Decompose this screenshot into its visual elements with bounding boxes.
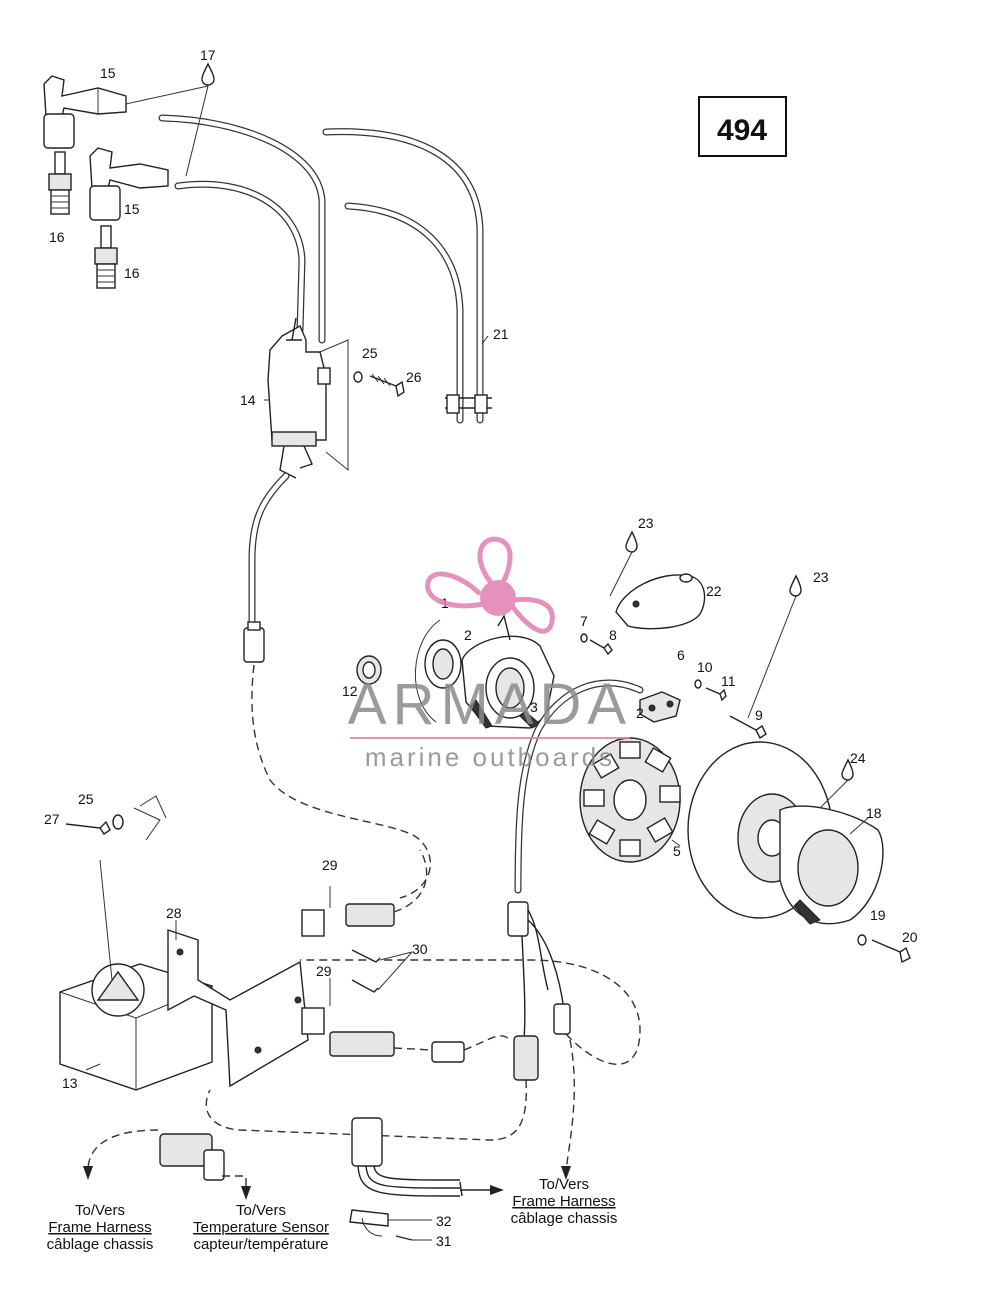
part-label: 9 <box>755 707 763 723</box>
part-label: 17 <box>200 47 216 63</box>
cover-screw <box>580 633 613 656</box>
part-label: 24 <box>850 750 866 766</box>
stator-harness <box>205 901 641 1171</box>
grease-drop-icon <box>609 530 638 597</box>
diagram-number: 494 <box>717 114 767 147</box>
reference-line: To/Vers <box>75 1202 125 1219</box>
part-label: 29 <box>322 857 338 873</box>
part-label: 21 <box>493 326 509 342</box>
coil-bolt <box>353 371 405 398</box>
spark-plug-lower <box>94 225 118 289</box>
connector-upper <box>301 849 428 937</box>
part-number-labels: 1 2 2 3 5 6 7 8 9 10 11 12 13 14 15 15 1… <box>44 47 918 1249</box>
reference-line: câblage chassis <box>47 1236 154 1253</box>
part-label: 8 <box>609 627 617 643</box>
part-label: 2 <box>464 627 472 643</box>
module-bolt <box>65 795 167 841</box>
part-label: 10 <box>697 659 713 675</box>
leader-lines <box>85 335 869 1071</box>
part-label: 15 <box>124 201 140 217</box>
diagram-number-box: 494 <box>698 96 787 157</box>
stator <box>579 737 681 863</box>
reference-line: Frame Harness <box>512 1193 615 1210</box>
reference-line: capteur/température <box>193 1236 328 1253</box>
watermark-brand: ARMADA <box>348 672 632 737</box>
reference-line: To/Vers <box>539 1176 589 1193</box>
part-label: 25 <box>362 345 378 361</box>
reference-temperature-sensor: To/Vers Temperature Sensor capteur/tempé… <box>193 1202 329 1253</box>
connector-lower <box>301 1007 511 1063</box>
part-label: 22 <box>706 583 722 599</box>
part-label: 19 <box>870 907 886 923</box>
part-label: 6 <box>677 647 685 663</box>
grease-drop-icon <box>125 62 215 177</box>
part-label: 29 <box>316 963 332 979</box>
spark-plug-cap-lower <box>89 147 169 221</box>
magneto-housing <box>415 614 555 729</box>
spark-plug-upper <box>48 151 72 215</box>
mounting-bracket <box>167 929 309 1088</box>
routing-arrows <box>83 1129 571 1241</box>
part-label: 23 <box>813 569 829 585</box>
reference-frame-harness-left: To/Vers Frame Harness câblage chassis <box>47 1202 154 1253</box>
ignition-coil <box>267 317 349 479</box>
part-label: 5 <box>673 843 681 859</box>
reference-line: câblage chassis <box>511 1210 618 1227</box>
grease-drop-icon <box>747 574 802 719</box>
grommet <box>356 655 382 685</box>
connector-screws <box>351 949 413 993</box>
flywheel <box>687 741 884 925</box>
reference-frame-harness-right: To/Vers Frame Harness câblage chassis <box>511 1176 618 1227</box>
reference-line: To/Vers <box>236 1202 286 1219</box>
part-label: 16 <box>124 265 140 281</box>
part-label: 28 <box>166 905 182 921</box>
part-label: 15 <box>100 65 116 81</box>
propeller-logo-icon <box>425 536 555 634</box>
part-label: 13 <box>62 1075 78 1091</box>
sensor-harness <box>349 1117 461 1241</box>
part-label: 30 <box>412 941 428 957</box>
stator-screw <box>729 715 767 740</box>
part-label: 12 <box>342 683 358 699</box>
part-label: 7 <box>580 613 588 629</box>
trigger-screw <box>694 679 727 702</box>
coil-harness <box>243 472 431 899</box>
reference-line: Temperature Sensor <box>193 1219 329 1236</box>
part-label: 18 <box>866 805 882 821</box>
watermark-tagline: marine outboards <box>365 742 615 772</box>
part-label: 14 <box>240 392 256 408</box>
part-label: 20 <box>902 929 918 945</box>
part-label: 32 <box>436 1213 452 1229</box>
part-label: 27 <box>44 811 60 827</box>
magneto-cover <box>615 573 706 630</box>
grease-drop-icon <box>819 758 854 809</box>
part-label: 26 <box>406 369 422 385</box>
part-label: 31 <box>436 1233 452 1249</box>
trigger-coil <box>514 679 681 894</box>
flywheel-bolt <box>857 934 911 964</box>
part-label: 16 <box>49 229 65 245</box>
reference-line: Frame Harness <box>48 1219 151 1236</box>
part-label: 23 <box>638 515 654 531</box>
high-tension-wires <box>158 114 492 424</box>
spark-plug-cap-upper <box>43 75 127 149</box>
temperature-sensor-plug <box>159 1133 225 1181</box>
part-label: 11 <box>721 673 736 689</box>
part-label: 25 <box>78 791 94 807</box>
part-label: 2 <box>636 705 644 721</box>
watermark: ARMADA marine outboards <box>348 536 632 772</box>
part-label: 3 <box>530 699 538 715</box>
